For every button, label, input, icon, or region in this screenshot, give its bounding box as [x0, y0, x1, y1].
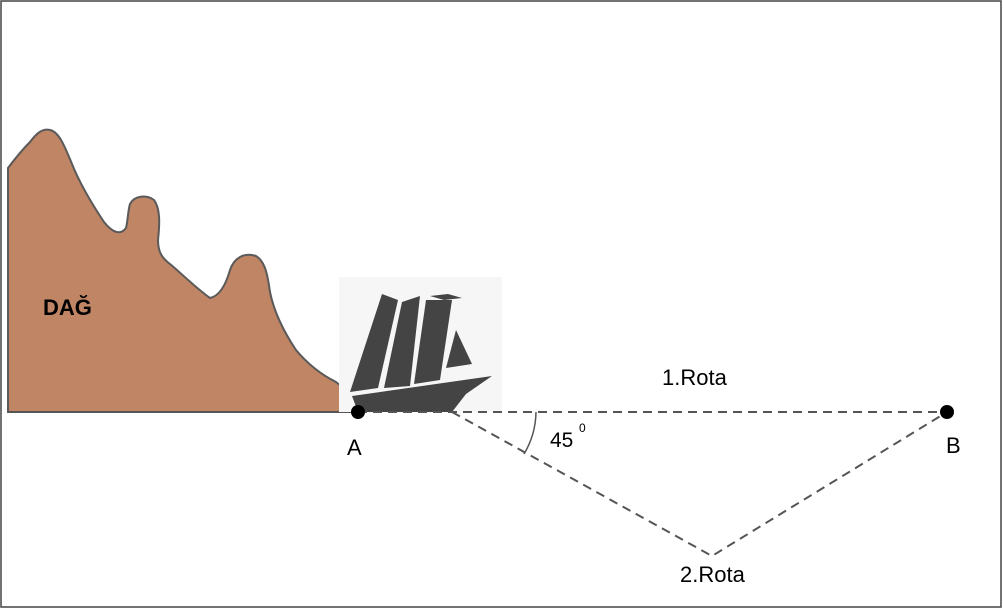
mountain-shape [7, 128, 360, 413]
sailing-ship-icon [339, 277, 502, 412]
point-b-marker [940, 405, 954, 419]
angle-unit-label: 0 [579, 421, 586, 435]
route-2-line [451, 411, 948, 558]
angle-arc [523, 411, 537, 455]
route-1-label: 1.Rota [662, 365, 728, 390]
mountain-label: DAĞ [43, 295, 92, 320]
angle-value-label: 45 [550, 429, 573, 452]
point-b-label: B [946, 433, 961, 458]
point-a-marker [351, 405, 365, 419]
point-a-label: A [347, 435, 362, 460]
route-2-label: 2.Rota [680, 562, 746, 587]
